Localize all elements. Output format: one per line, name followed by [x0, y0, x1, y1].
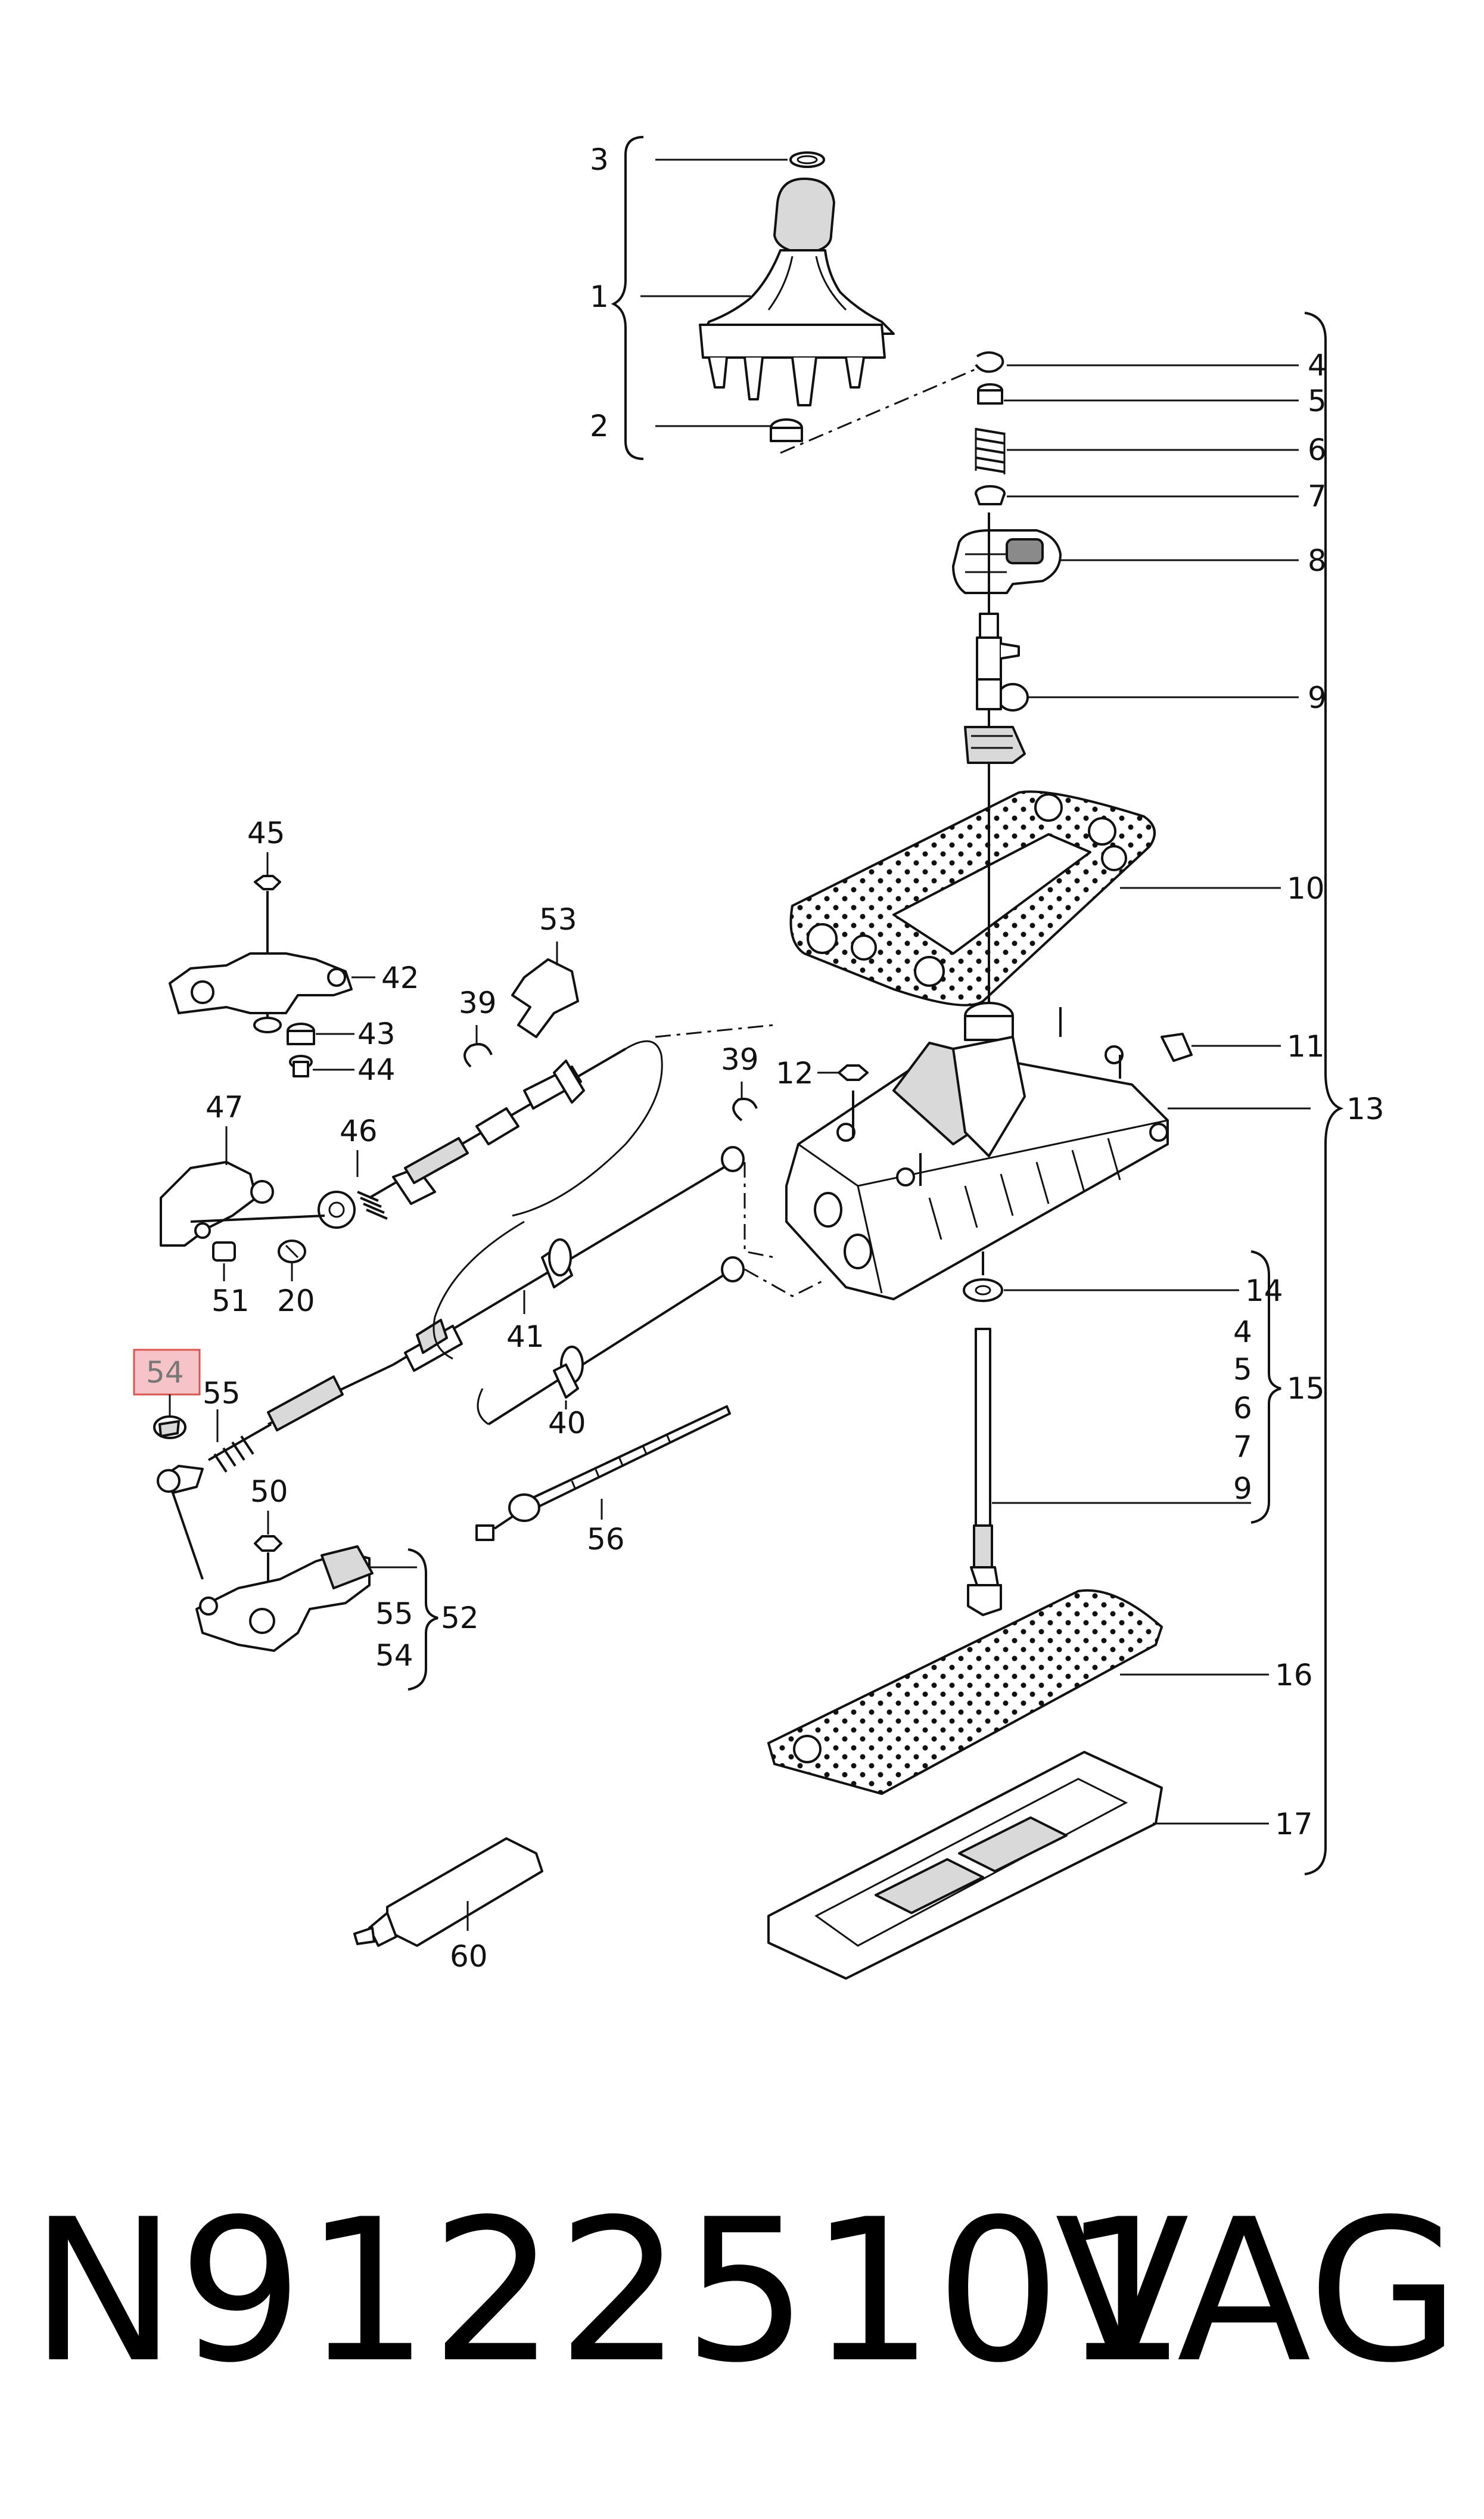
callout-53: 53 [539, 902, 577, 937]
callout-54-highlighted: 54 [146, 1355, 184, 1390]
callout-8: 8 [1308, 543, 1327, 578]
group15-item-4: 4 [1233, 1315, 1252, 1349]
part-54-highlighted: 54 [133, 1349, 201, 1439]
callout-60: 60 [450, 1939, 488, 1974]
group15-item-6: 6 [1233, 1391, 1252, 1425]
group52-item-55: 55 [375, 1596, 413, 1631]
group15-item-7: 7 [1233, 1430, 1252, 1464]
brand-name: VAG [1054, 2177, 1460, 2406]
callout-47: 47 [206, 1090, 244, 1125]
part-47-lever [160, 1161, 356, 1247]
part-13-shifter-housing [785, 1002, 1169, 1300]
part-7-seat [975, 485, 1006, 505]
callout-42: 42 [381, 961, 419, 995]
part-20-clip [278, 1240, 306, 1263]
callout-16: 16 [1275, 1658, 1313, 1692]
callout-52: 52 [441, 1601, 479, 1635]
part-5-bushing [977, 383, 1003, 405]
part-17-base-plate [767, 1751, 1163, 1980]
callout-4: 4 [1308, 348, 1327, 383]
part-6-spring [975, 428, 1006, 474]
group15-item-5: 5 [1233, 1352, 1252, 1387]
callout-40: 40 [548, 1406, 586, 1440]
part-40-selector-cable [477, 1256, 745, 1425]
callout-20: 20 [277, 1284, 315, 1318]
part-4-circlip [975, 351, 1004, 373]
group52-item-54: 54 [375, 1638, 413, 1673]
callout-7: 7 [1308, 479, 1327, 514]
part-44-pin [289, 1055, 313, 1077]
part-39-clip-right [732, 1098, 758, 1122]
part-46-gear-cable-upper [357, 1040, 663, 1220]
part-2-clip [770, 418, 803, 442]
bracket-15-group [1250, 1250, 1281, 1524]
part-number: N91225101 [30, 2177, 1189, 2406]
bracket-knob-group [611, 136, 644, 460]
callout-39-left: 39 [459, 986, 497, 1020]
callout-1: 1 [590, 279, 609, 314]
bracket-13-group [1304, 312, 1344, 1875]
part-11-clip [1161, 1033, 1193, 1062]
part-42-bracket [169, 952, 353, 1033]
part-15-selector-shaft [967, 1328, 1002, 1616]
callout-9: 9 [1308, 681, 1327, 715]
part-14-washer [963, 1278, 1003, 1302]
part-56-cable-tie [475, 1405, 731, 1541]
callout-56: 56 [587, 1522, 625, 1557]
exploded-parts-diagram: 3 1 2 4 5 6 7 8 9 [133, 136, 1385, 1980]
callout-15: 15 [1287, 1371, 1325, 1406]
callout-12: 12 [776, 1056, 814, 1091]
part-1-gear-knob-boot [699, 178, 895, 406]
part-41-gear-cable [392, 1146, 745, 1372]
part-12-nut [838, 1064, 869, 1138]
callout-55: 55 [203, 1376, 241, 1411]
part-3-ring [789, 151, 825, 168]
callout-41: 41 [506, 1319, 545, 1354]
callout-14: 14 [1245, 1274, 1283, 1308]
callout-44: 44 [357, 1052, 396, 1087]
callout-11: 11 [1287, 1029, 1325, 1064]
part-51-bushing [212, 1241, 236, 1262]
group15-item-9: 9 [1233, 1471, 1252, 1506]
callout-43: 43 [357, 1017, 396, 1051]
callout-2: 2 [590, 409, 609, 443]
part-16-insulation-mat [767, 1589, 1163, 1796]
callout-3: 3 [590, 142, 609, 177]
part-55-cable-end [157, 1363, 394, 1580]
part-52-shift-lever-assembly [195, 1545, 374, 1652]
part-39-clip-left [463, 1043, 493, 1068]
callout-51: 51 [211, 1284, 250, 1318]
callout-6: 6 [1308, 433, 1327, 467]
part-8-selector-housing [952, 529, 1062, 594]
part-53-holder [511, 958, 579, 1038]
callout-50: 50 [250, 1474, 288, 1509]
callout-5: 5 [1308, 384, 1327, 418]
part-43-bushing [287, 1023, 315, 1045]
callout-13: 13 [1346, 1092, 1385, 1126]
part-60-grease-tube [353, 1837, 543, 1947]
callout-17: 17 [1275, 1807, 1313, 1841]
bracket-52-group [407, 1548, 438, 1691]
part-9-shift-lever-shaft [964, 613, 1029, 764]
callout-10: 10 [1287, 871, 1325, 906]
callout-39-right: 39 [721, 1042, 759, 1077]
callout-46: 46 [340, 1114, 378, 1148]
part-10-gasket [789, 790, 1156, 1007]
callout-45: 45 [247, 816, 285, 850]
